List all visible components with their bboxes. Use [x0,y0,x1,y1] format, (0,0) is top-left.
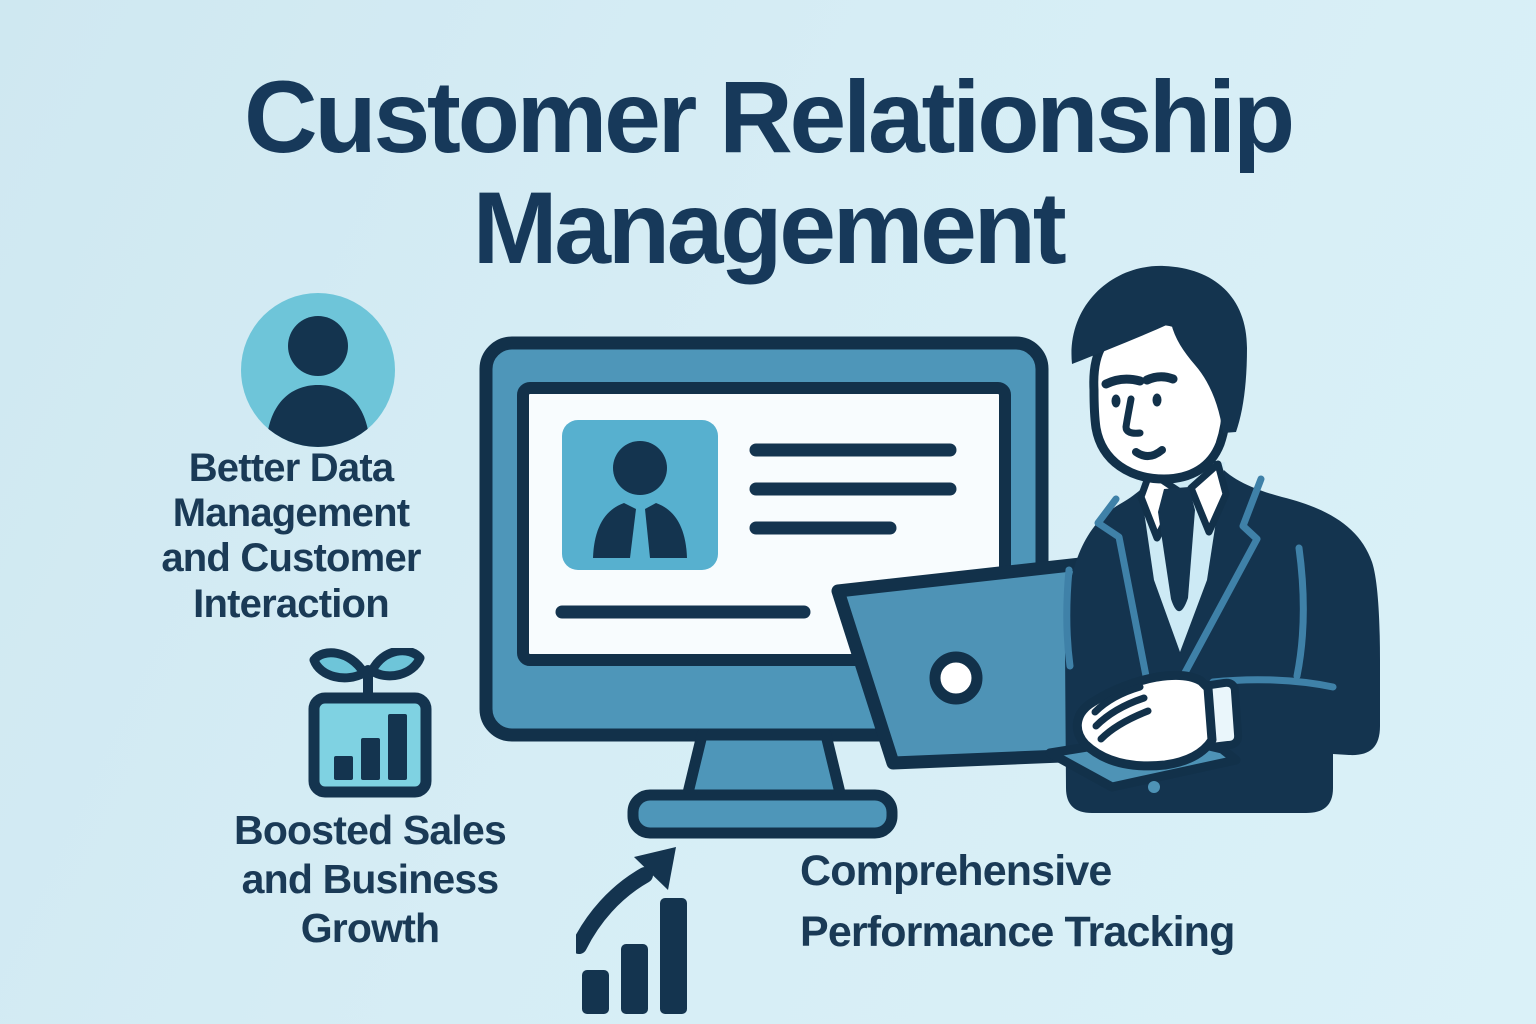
contact-avatar-shoulder-right [645,503,687,558]
eyebrow-left [1101,374,1145,389]
businessman-illustration [1045,265,1380,813]
page-title: Customer Relationship Management [244,60,1295,286]
eye-right [1152,393,1162,407]
lapel-left [1094,495,1150,680]
suit-button [1148,781,1160,793]
finger-lines [1091,683,1152,743]
eye-left [1111,394,1121,408]
arrow-head [634,847,676,890]
user-avatar-icon [241,293,395,447]
feature-label-performance-tracking: Comprehensive Performance Tracking [800,847,1235,957]
contact-avatar-head [613,441,667,495]
feature-label-sales-growth: Boosted Sales and Business Growth [234,807,507,952]
box-leaf-right [367,648,425,681]
avatar-head [288,316,348,376]
arm-crease-left [1063,566,1074,670]
arm-crease-right [1293,544,1307,680]
feature-label-data-management: Better Data Management and Customer Inte… [161,446,421,626]
face-features [1101,372,1178,460]
arrow-bars [582,898,687,1014]
monitor-base [627,789,898,839]
hair [1071,265,1247,433]
mouth [1132,446,1166,460]
laptop-logo [929,651,983,705]
box-bar-chart [334,714,407,780]
avatar-shoulders [266,385,370,447]
growth-gift-box-icon [308,648,432,798]
tie [1158,487,1195,612]
monitor-stand [681,729,847,803]
monitor-illustration [479,336,1049,839]
lapel-right [1177,475,1265,684]
eyebrow-right [1142,372,1178,385]
contact-avatar-shoulder-left [593,503,636,558]
nose [1122,395,1144,437]
rising-arrow-chart-icon [576,847,687,1014]
screen-text-lines [555,443,957,619]
arrow-swoosh [576,867,653,954]
box-leaf-left [309,648,369,683]
contact-card [562,420,718,570]
collar-right [1187,460,1230,536]
